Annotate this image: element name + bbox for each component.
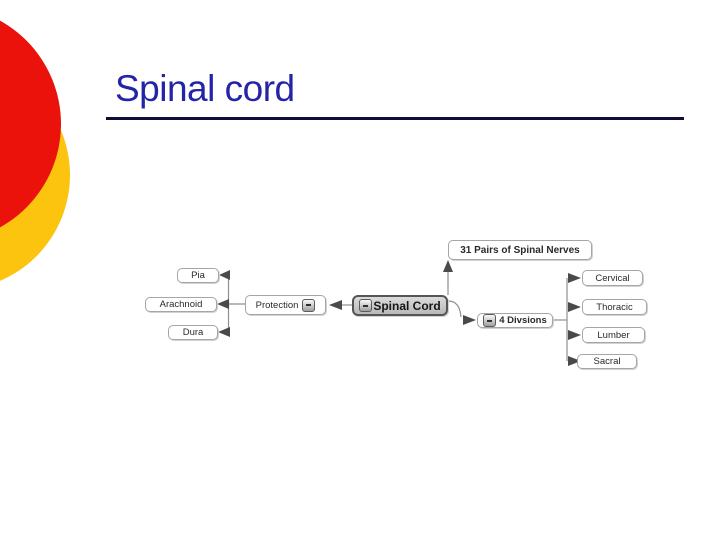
collapse-minus-icon[interactable] [359, 299, 373, 312]
collapse-minus-icon[interactable] [302, 298, 316, 312]
node-label: Cervical [595, 272, 630, 284]
node-4-divisions: 4 Divsions [477, 313, 553, 328]
node-protection: Protection [245, 295, 326, 315]
node-label: Thoracic [596, 301, 633, 313]
node-label: Dura [182, 327, 204, 338]
node-label: 31 Pairs of Spinal Nerves [460, 244, 580, 256]
node-pia: Pia [177, 268, 219, 283]
node-label: Sacral [593, 356, 621, 367]
node-label: Spinal Cord [373, 298, 441, 313]
node-label: Pia [191, 270, 205, 281]
node-spinal-cord: Spinal Cord [352, 295, 448, 316]
node-cervical: Cervical [582, 270, 643, 286]
node-sacral: Sacral [577, 354, 637, 369]
node-lumber: Lumber [582, 327, 645, 343]
node-31-pairs-of-spinal-nerves: 31 Pairs of Spinal Nerves [448, 240, 592, 260]
node-label: 4 Divsions [499, 315, 547, 326]
node-label: Protection [255, 299, 299, 311]
page-title: Spinal cord [115, 68, 295, 109]
node-arachnoid: Arachnoid [145, 297, 217, 312]
node-thoracic: Thoracic [582, 299, 647, 315]
node-label: Arachnoid [159, 299, 203, 310]
title-underline [106, 117, 684, 120]
node-label: Lumber [597, 329, 630, 341]
collapse-minus-icon[interactable] [483, 314, 497, 327]
node-dura: Dura [168, 325, 218, 340]
